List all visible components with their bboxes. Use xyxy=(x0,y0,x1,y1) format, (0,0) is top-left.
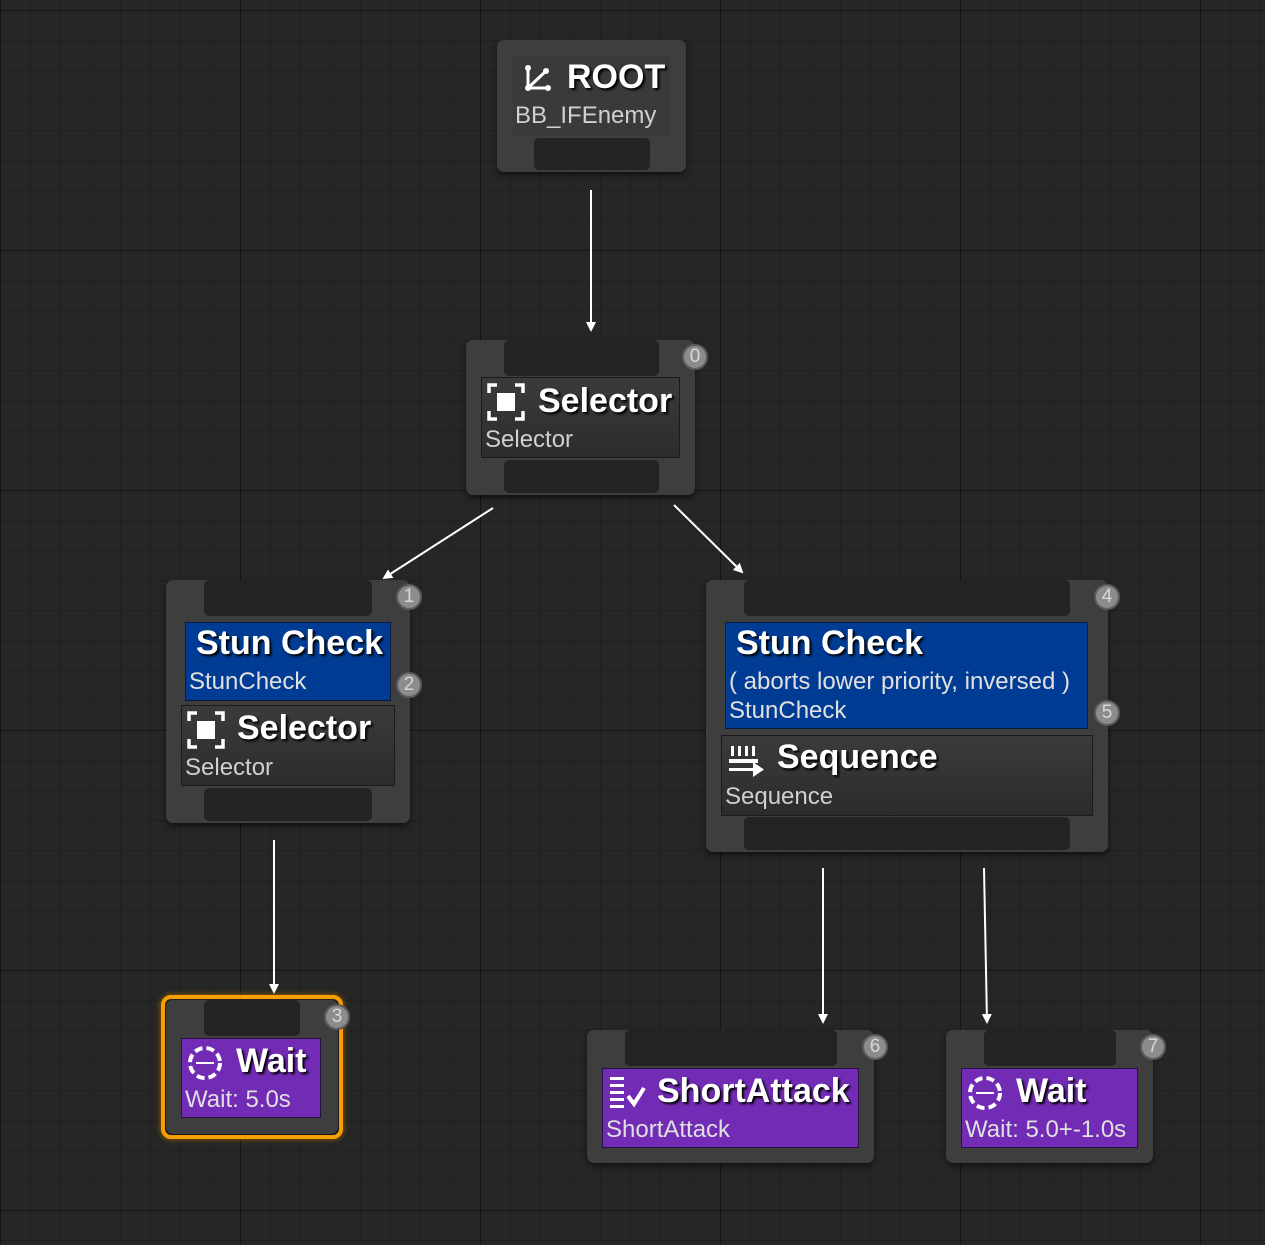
right-sequence-body xyxy=(721,735,1093,816)
right-stun-check-decorator[interactable] xyxy=(725,622,1088,729)
left-selector-subtitle: Selector xyxy=(185,754,274,781)
wait-icon xyxy=(188,1046,222,1080)
left-selector-output-pin[interactable] xyxy=(204,788,372,821)
short-attack-task-node[interactable]: ShortAttack ShortAttack 6 xyxy=(587,1030,888,1163)
left-stun-check-decorator[interactable] xyxy=(185,622,391,701)
execution-index-badge: 1 xyxy=(396,584,422,610)
wait-left-input-pin[interactable] xyxy=(204,1000,300,1036)
wait-left-subtitle: Wait: 5.0s xyxy=(185,1086,291,1113)
right-sequence-output-pin[interactable] xyxy=(744,817,1070,850)
right-sequence-node[interactable]: Stun Check ( aborts lower priority, inve… xyxy=(706,580,1120,852)
short-attack-input-pin[interactable] xyxy=(625,1030,837,1066)
execution-index-badge: 5 xyxy=(1094,700,1120,726)
root-header xyxy=(513,56,670,136)
left-stun-check-subtitle: StunCheck xyxy=(189,668,307,695)
left-selector-title: Selector xyxy=(237,709,372,747)
root-node[interactable]: ROOT BB_IFEnemy xyxy=(497,40,686,172)
root-blackboard: BB_IFEnemy xyxy=(515,102,657,129)
right-sequence-input-pin[interactable] xyxy=(744,580,1070,616)
selector-icon xyxy=(487,383,525,421)
root-title: ROOT xyxy=(567,58,666,96)
execution-index-badge: 2 xyxy=(396,672,422,698)
wait-right-title: Wait xyxy=(1016,1072,1087,1110)
selector-main-output-pin[interactable] xyxy=(504,460,659,493)
wait-left-title: Wait xyxy=(236,1042,307,1080)
right-stun-check-subtitle: StunCheck xyxy=(729,697,847,724)
selection-outline xyxy=(161,995,343,1139)
sequence-icon xyxy=(729,746,764,777)
wait-right-subtitle: Wait: 5.0+-1.0s xyxy=(965,1116,1127,1143)
execution-index-badge: 3 xyxy=(324,1004,350,1030)
left-stun-check-title: Stun Check xyxy=(196,624,384,662)
wire-right-to-wait xyxy=(981,867,992,1024)
wire-selector-to-left xyxy=(382,507,494,580)
short-attack-body xyxy=(602,1068,859,1148)
wait-right-input-pin[interactable] xyxy=(984,1030,1116,1066)
root-tree-icon xyxy=(525,65,551,91)
task-icon xyxy=(610,1077,646,1108)
execution-index-badge: 4 xyxy=(1094,584,1120,610)
root-output-pin[interactable] xyxy=(534,138,650,170)
right-stun-check-detail: ( aborts lower priority, inversed ) xyxy=(729,668,1070,695)
right-sequence-subtitle: Sequence xyxy=(725,783,834,810)
short-attack-title: ShortAttack xyxy=(657,1072,850,1110)
selector-main-node[interactable]: Selector Selector 0 xyxy=(466,340,708,495)
wait-task-node-right[interactable]: Wait Wait: 5.0+-1.0s 7 xyxy=(946,1030,1166,1163)
wait-task-node-left[interactable]: Wait Wait: 5.0s 3 xyxy=(161,995,350,1139)
execution-index-badge: 0 xyxy=(682,344,708,370)
execution-index-badge: 6 xyxy=(862,1034,888,1060)
selector-main-subtitle: Selector xyxy=(485,426,574,453)
wait-icon xyxy=(968,1076,1002,1110)
left-selector-node[interactable]: Stun Check StunCheck Selector Selector 1… xyxy=(166,580,422,823)
selector-main-title: Selector xyxy=(538,382,673,420)
right-stun-check-title: Stun Check xyxy=(736,624,924,662)
short-attack-subtitle: ShortAttack xyxy=(606,1116,731,1143)
selector-main-input-pin[interactable] xyxy=(504,340,659,376)
left-selector-input-pin[interactable] xyxy=(204,580,372,616)
selector-icon xyxy=(187,711,225,749)
wire-selector-to-right xyxy=(673,504,744,574)
selector-main-body xyxy=(481,377,680,458)
right-sequence-title: Sequence xyxy=(777,738,938,776)
execution-index-badge: 7 xyxy=(1140,1034,1166,1060)
